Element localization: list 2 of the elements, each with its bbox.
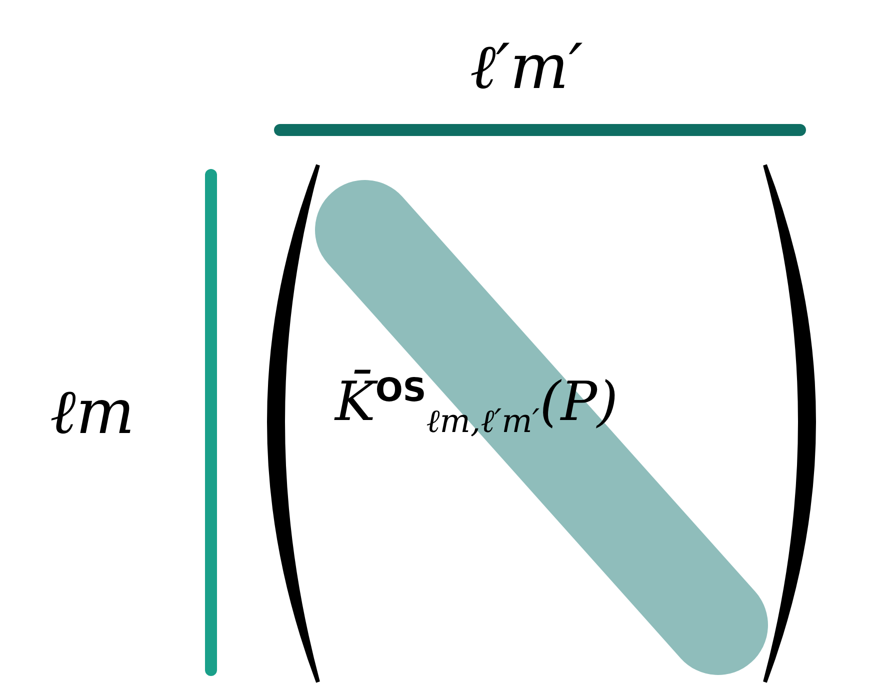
column-index-label: ℓ′m′ [470,30,583,104]
row-index-label: ℓm [50,375,135,449]
